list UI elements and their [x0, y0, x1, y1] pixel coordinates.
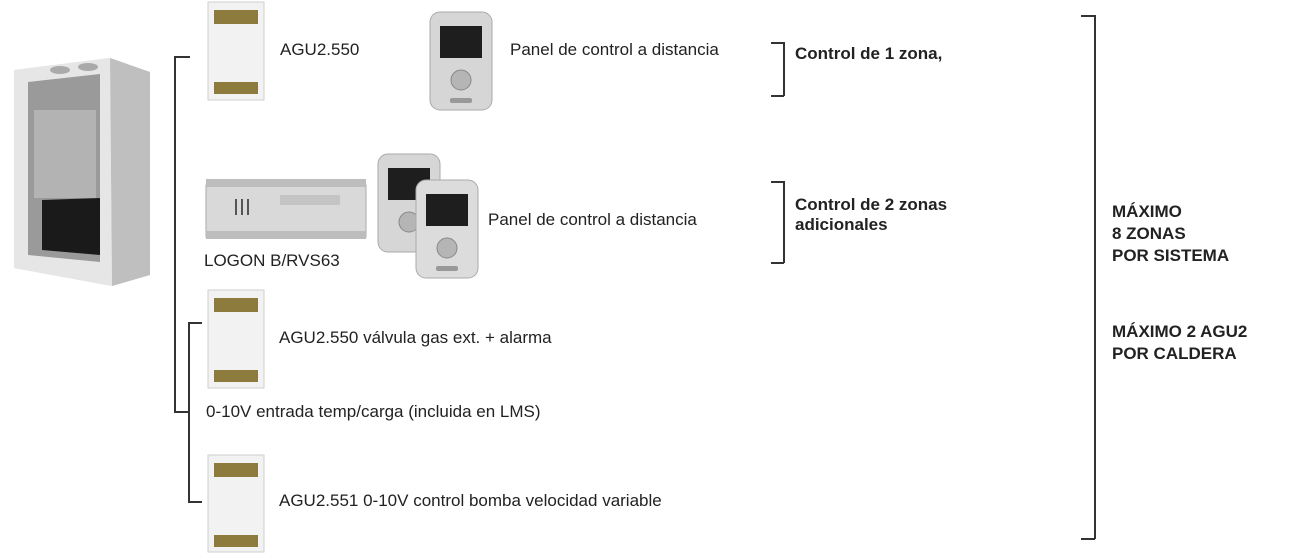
- limit-line5: POR CALDERA: [1112, 344, 1237, 363]
- zone2-bracket-vertical: [783, 181, 785, 263]
- right-bracket-bottom-tick: [1081, 538, 1095, 540]
- left-bracket-bottom-tick: [174, 411, 190, 413]
- agu-module-top: [207, 1, 265, 101]
- right-bracket-vertical: [1094, 15, 1096, 539]
- limit-line1: MÁXIMO: [1112, 202, 1182, 221]
- zone1-bracket-bottom-tick: [771, 95, 784, 97]
- panel-mid-label: Panel de control a distancia: [488, 210, 697, 229]
- agu-top-label: AGU2.550: [280, 40, 360, 59]
- remote-panel-top: [429, 11, 493, 111]
- left-bracket-vertical: [174, 56, 176, 412]
- zone2-bracket-top-tick: [771, 181, 784, 183]
- agu-module-gas: [207, 289, 265, 389]
- zone1-label: Control de 1 zona,: [795, 44, 943, 63]
- zone1-bracket-top-tick: [771, 42, 784, 44]
- boiler-image: [14, 58, 150, 286]
- logon-controller: [205, 179, 367, 239]
- agu-module-pump: [207, 454, 265, 553]
- zone2-label-line1: Control de 2 zonas: [795, 195, 948, 214]
- limit-line2: 8 ZONAS: [1112, 224, 1186, 243]
- zone1-bracket-vertical: [783, 42, 785, 96]
- limit-line3: POR SISTEMA: [1112, 246, 1230, 265]
- logon-label: LOGON B/RVS63: [204, 251, 340, 270]
- inner-bracket-vertical: [188, 322, 190, 502]
- agu-gas-label: AGU2.550 válvula gas ext. + alarma: [279, 328, 552, 347]
- zone2-bracket-bottom-tick: [771, 262, 784, 264]
- input-010v-label: 0-10V entrada temp/carga (incluida en LM…: [206, 402, 541, 421]
- remote-panel-mid-front: [415, 179, 479, 279]
- right-bracket-top-tick: [1081, 15, 1095, 17]
- agu-pump-label: AGU2.551 0-10V control bomba velocidad v…: [279, 491, 662, 510]
- limit-line4: MÁXIMO 2 AGU2: [1112, 322, 1248, 341]
- inner-bracket-bottom-tick: [188, 501, 202, 503]
- inner-bracket-top-tick: [188, 322, 202, 324]
- zone2-label-line2: adicionales: [795, 215, 888, 234]
- panel-top-label: Panel de control a distancia: [510, 40, 719, 59]
- left-bracket-top-tick: [174, 56, 190, 58]
